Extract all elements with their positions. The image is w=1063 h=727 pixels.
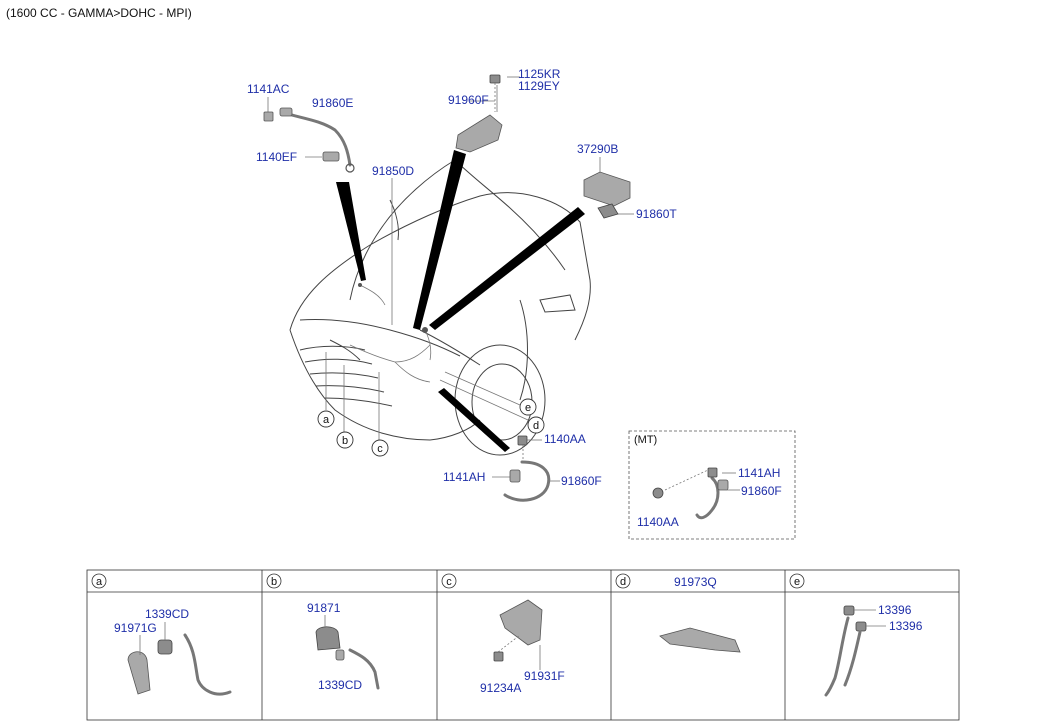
- panel-d: d 91973Q: [615, 573, 741, 653]
- mt-title: (MT): [634, 434, 657, 446]
- panel-b-label-1339CD: 1339CD: [318, 678, 362, 692]
- sensor-module-37290B: [583, 171, 631, 219]
- callout-b: b: [342, 435, 348, 447]
- mt-label-1141AH: 1141AH: [738, 466, 780, 480]
- label-1125KR: 1125KR: [518, 67, 561, 81]
- label-1141AC: 1141AC: [247, 82, 290, 96]
- engine-spec-label: (1600 CC - GAMMA>DOHC - MPI): [6, 6, 192, 20]
- mt-label-1140AA: 1140AA: [637, 515, 679, 529]
- callout-markers: a b c d e: [317, 398, 545, 457]
- panel-e-label-13396-top: 13396: [878, 603, 912, 617]
- panel-d-title-91973Q: 91973Q: [674, 575, 717, 589]
- panel-a: a 1339CD 91971G: [91, 573, 232, 696]
- part-number-labels: 1141AC 91860E 1140EF 91850D 91960F 1125K…: [247, 67, 677, 488]
- leader-lines: [267, 76, 634, 482]
- panel-e-letter: e: [794, 576, 800, 588]
- label-1140EF: 1140EF: [256, 150, 297, 164]
- main-wiring-harness: [349, 283, 432, 383]
- panel-c-letter: c: [446, 576, 452, 588]
- label-91850D: 91850D: [372, 164, 414, 178]
- label-1129EY: 1129EY: [518, 79, 560, 93]
- panel-c-label-91931F: 91931F: [524, 669, 565, 683]
- panel-e-label-13396-bottom: 13396: [889, 619, 923, 633]
- label-91860T: 91860T: [636, 207, 677, 221]
- panel-a-label-91971G: 91971G: [114, 621, 157, 635]
- label-91860F: 91860F: [561, 474, 602, 488]
- label-37290B: 37290B: [577, 142, 618, 156]
- mt-variant-box: (MT) 1141AH 91860F 1140AA: [628, 430, 796, 540]
- panel-b-letter: b: [271, 576, 277, 588]
- panel-b: b 91871 1339CD: [266, 573, 380, 692]
- panel-e: e 13396 13396: [789, 573, 923, 697]
- mt-label-91860F: 91860F: [741, 484, 782, 498]
- panel-d-letter: d: [620, 576, 626, 588]
- panel-a-label-1339CD: 1339CD: [145, 607, 189, 621]
- label-91960F: 91960F: [448, 93, 489, 107]
- panel-c: c 91931F 91234A: [441, 573, 565, 695]
- panel-a-letter: a: [96, 576, 103, 588]
- ground-cable-91860E: [263, 107, 355, 173]
- label-1140AA: 1140AA: [544, 432, 586, 446]
- bracket-91960F: [455, 74, 503, 153]
- detail-panels: a 1339CD 91971G b 91871 1339CD c: [86, 569, 960, 721]
- ground-cable-91860F: [503, 435, 551, 502]
- callout-d: d: [533, 420, 539, 432]
- callout-e: e: [525, 402, 531, 414]
- label-1141AH: 1141AH: [443, 470, 485, 484]
- label-91860E: 91860E: [312, 96, 353, 110]
- callout-a: a: [323, 414, 330, 426]
- panel-c-label-91234A: 91234A: [480, 681, 521, 695]
- car-body: [289, 159, 591, 456]
- panel-b-label-91871: 91871: [307, 601, 341, 615]
- callout-c: c: [377, 443, 383, 455]
- leader-bands: [336, 150, 585, 452]
